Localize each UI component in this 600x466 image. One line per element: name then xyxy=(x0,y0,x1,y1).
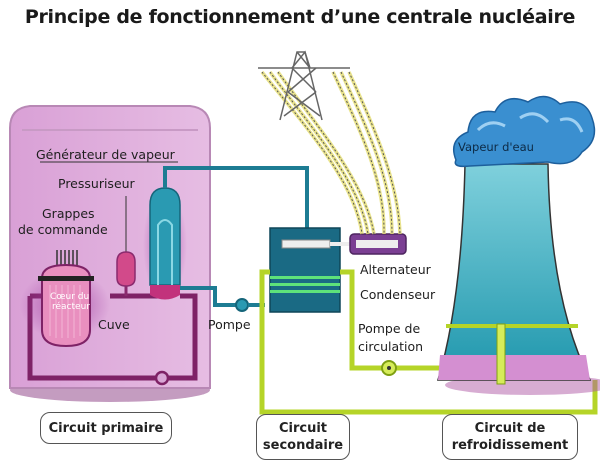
reactor-vessel xyxy=(20,250,110,348)
label-water-vapor: Vapeur d'eau xyxy=(458,140,534,154)
label-reactor-core-2: réacteur xyxy=(52,302,90,312)
diagram-title: Principe de fonctionnement d’une central… xyxy=(24,6,576,28)
label-condenser: Condenseur xyxy=(360,287,436,302)
cooling-circuit-pipe xyxy=(259,269,598,415)
pressurizer xyxy=(116,196,136,296)
label-pressurizer: Pressuriseur xyxy=(58,176,135,191)
cooling-tower xyxy=(436,163,600,395)
secondary-circuit-label-2: secondaire xyxy=(262,438,344,453)
label-pump: Pompe xyxy=(208,317,251,332)
pump-icon xyxy=(235,298,249,312)
secondary-steam-pipe xyxy=(163,166,309,312)
box-primary-circuit: Circuit primaire xyxy=(40,412,172,444)
secondary-circuit-label-1: Circuit xyxy=(278,421,328,436)
label-vessel: Cuve xyxy=(98,317,130,332)
primary-circuit-label: Circuit primaire xyxy=(48,420,164,436)
steam-cloud xyxy=(453,95,596,168)
label-steam-generator: Générateur de vapeur xyxy=(36,147,175,162)
label-control-rods-2: de commande xyxy=(18,222,108,237)
turbine-condenser xyxy=(269,227,350,313)
power-pylon xyxy=(258,50,402,235)
alternator xyxy=(349,233,407,255)
label-alternator: Alternateur xyxy=(360,262,431,277)
primary-pump-icon xyxy=(154,370,170,386)
label-control-rods-1: Grappes xyxy=(42,206,95,221)
box-cooling-circuit: Circuit de refroidissement xyxy=(442,414,578,460)
box-secondary-circuit: Circuit secondaire xyxy=(256,414,350,460)
label-circulation-pump-2: circulation xyxy=(358,339,424,354)
steam-generator xyxy=(40,161,187,300)
cooling-circuit-label-1: Circuit de xyxy=(474,421,546,436)
label-circulation-pump-1: Pompe de xyxy=(358,321,421,336)
cooling-circuit-label-2: refroidissement xyxy=(451,438,569,453)
label-reactor-core-1: Cœur du xyxy=(50,292,90,302)
